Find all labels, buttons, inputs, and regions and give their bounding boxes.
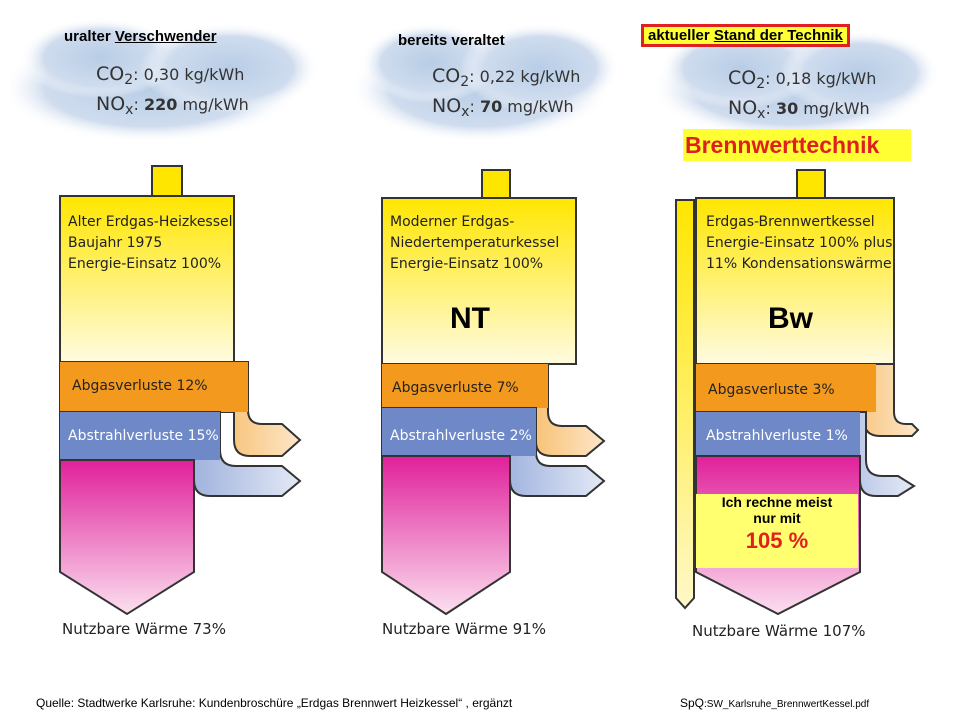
boiler-title-nt-line1: Moderner Erdgas- [390, 214, 515, 230]
cloud-left [10, 18, 320, 143]
co2-subscript: 2 [460, 74, 470, 90]
note-value: 105 % [745, 528, 809, 553]
co2-value-old: : 0,30 kg/kWh [133, 65, 245, 84]
boiler-title-nt: Moderner Erdgas- Niedertemperaturkessel … [390, 212, 559, 275]
tag-old-prefix: uralter [64, 28, 115, 45]
nox-unit-old: mg/kWh [177, 95, 249, 114]
co2-label-old: CO [96, 63, 125, 85]
tag-nt: bereits veraltet [398, 32, 505, 49]
nox-subscript: x [125, 102, 134, 118]
co2-value-nt: : 0,22 kg/kWh [469, 67, 581, 86]
co2-label-bw: CO [728, 67, 757, 89]
nox-value-nt: 70 [479, 97, 503, 116]
nox-subscript: x [757, 106, 766, 122]
boiler-title-bw-line1: Erdgas-Brennwertkessel [706, 214, 875, 230]
tag-bw-underlined: Stand der Technik [713, 27, 843, 44]
nox-label-nt: NO [432, 95, 462, 117]
emissions-nt: CO2: 0,22 kg/kWh NOx: 70 mg/kWh [432, 65, 581, 120]
nox-value-bw: 30 [775, 99, 799, 118]
tag-bw-prefix: aktueller [648, 27, 714, 44]
chimney-old [151, 165, 183, 197]
tag-old-underlined: Verschwender [114, 28, 217, 45]
radiation-loss-old: Abstrahlverluste 15% [68, 428, 219, 444]
banner-brennwerttechnik: Brennwerttechnik [683, 129, 911, 161]
cloud-right [650, 28, 940, 140]
footer-source: Quelle: Stadtwerke Karlsruhe: Kundenbros… [36, 696, 513, 710]
useful-heat-arrow-nt [381, 455, 511, 616]
boiler-title-nt-line2: Niedertemperaturkessel [390, 235, 560, 251]
nox-unit-nt: mg/kWh [502, 97, 574, 116]
boiler-old [59, 165, 302, 616]
radiation-loss-bw: Abstrahlverluste 1% [706, 428, 848, 444]
cloud-middle [350, 23, 620, 143]
exhaust-loss-nt: Abgasverluste 7% [392, 380, 519, 396]
co2-subscript: 2 [756, 76, 766, 92]
boiler-title-old-line1: Alter Erdgas-Heizkessel [68, 214, 233, 230]
type-mark-nt: NT [450, 302, 490, 335]
nox-subscript: x [461, 104, 470, 120]
condensation-bar [675, 199, 695, 610]
boiler-nt [381, 169, 606, 616]
boiler-title-old-line2: Baujahr 1975 [68, 235, 163, 251]
boiler-title-old-line3: Energie-Einsatz 100% [68, 256, 222, 272]
energy-block-nt [381, 197, 577, 365]
footer-reference: SpQ:SW_Karlsruhe_BrennwertKessel.pdf [680, 696, 869, 710]
boiler-title-nt-line3: Energie-Einsatz 100% [390, 256, 544, 272]
co2-value-bw: : 0,18 kg/kWh [765, 69, 877, 88]
boiler-title-bw: Erdgas-Brennwertkessel Energie-Einsatz 1… [706, 212, 892, 275]
type-mark-bw: Bw [768, 302, 813, 335]
boiler-title-bw-line3: 11% Kondensationswärme [706, 256, 892, 272]
tag-bw: aktueller Stand der Technik [641, 24, 850, 47]
cloud-background [10, 18, 940, 143]
note-line1: Ich rechne meist [721, 494, 833, 510]
emissions-bw: CO2: 0,18 kg/kWh NOx: 30 mg/kWh [728, 67, 877, 122]
nox-label-old: NO [96, 93, 126, 115]
note-box: Ich rechne meist nur mit 105 % [696, 494, 858, 568]
exhaust-loss-bw: Abgasverluste 3% [708, 382, 835, 398]
co2-subscript: 2 [124, 72, 134, 88]
useful-heat-nt: Nutzbare Wärme 91% [382, 620, 546, 638]
energy-block-bw [695, 197, 895, 365]
tag-old: uralter Verschwender [64, 28, 217, 45]
useful-heat-bw: Nutzbare Wärme 107% [692, 622, 866, 640]
boiler-title-bw-line2: Energie-Einsatz 100% plus [706, 235, 893, 251]
nox-value-old: 220 [143, 95, 178, 114]
chimney-nt [481, 169, 511, 199]
useful-heat-arrow-old [59, 459, 195, 616]
exhaust-loss-old: Abgasverluste 12% [72, 378, 208, 394]
nox-unit-bw: mg/kWh [798, 99, 870, 118]
co2-label-nt: CO [432, 65, 461, 87]
boiler-title-old: Alter Erdgas-Heizkessel Baujahr 1975 Ene… [68, 212, 233, 275]
nox-label-bw: NO [728, 97, 758, 119]
chimney-bw [796, 169, 826, 199]
radiation-loss-nt: Abstrahlverluste 2% [390, 428, 532, 444]
footer-ref-file: :SW_Karlsruhe_BrennwertKessel.pdf [704, 699, 870, 710]
note-line2: nur mit [753, 510, 801, 526]
footer-ref-prefix: SpQ [680, 696, 705, 710]
emissions-old: CO2: 0,30 kg/kWh NOx: 220 mg/kWh [96, 63, 249, 118]
useful-heat-old: Nutzbare Wärme 73% [62, 620, 226, 638]
